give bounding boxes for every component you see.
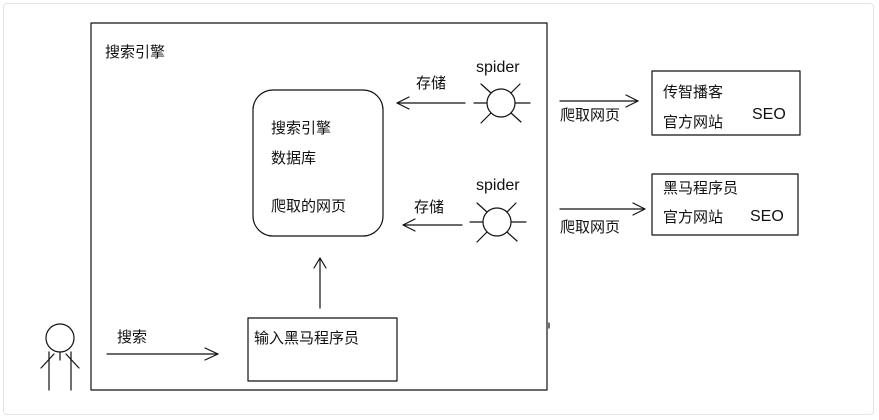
website-name: 黑马程序员 [663,179,739,197]
arrow-spider1-to-website1 [559,94,639,108]
image-frame [3,3,874,415]
arrow-spider2-to-database [402,218,463,232]
search-input-box [247,317,398,382]
database-label-line1: 搜索引擎 [271,119,332,137]
search-engine-title: 搜索引擎 [105,43,166,61]
store-label: 存储 [414,198,445,216]
website-box-2 [651,173,799,236]
crawl-label: 爬取网页 [560,106,621,124]
search-engine-box [90,22,548,391]
search-input-label: 输入黑马程序员 [254,329,360,347]
search-action-label: 搜索 [117,328,148,346]
spider-icon [473,83,531,124]
spider-label: spider [476,177,520,194]
arrow-spider1-to-database [396,96,466,110]
arrow-user-to-input [106,347,219,361]
crawl-label: 爬取网页 [560,218,621,236]
arrow-spider2-to-website2 [559,202,646,216]
website-box-1 [651,70,801,136]
seo-tag: SEO [750,208,784,225]
website-name: 传智播客 [663,83,724,101]
database-label-line3: 爬取的网页 [271,197,347,215]
seo-tag: SEO [752,106,786,123]
website-subtitle: 官方网站 [663,208,724,226]
arrow-input-to-database [313,257,327,309]
database-box [252,89,384,237]
website-subtitle: 官方网站 [663,113,724,131]
spider-label: spider [476,59,520,76]
spider-icon [469,202,527,243]
user-icon [40,323,80,391]
store-label: 存储 [416,74,447,92]
database-label-line2: 数据库 [271,149,317,167]
